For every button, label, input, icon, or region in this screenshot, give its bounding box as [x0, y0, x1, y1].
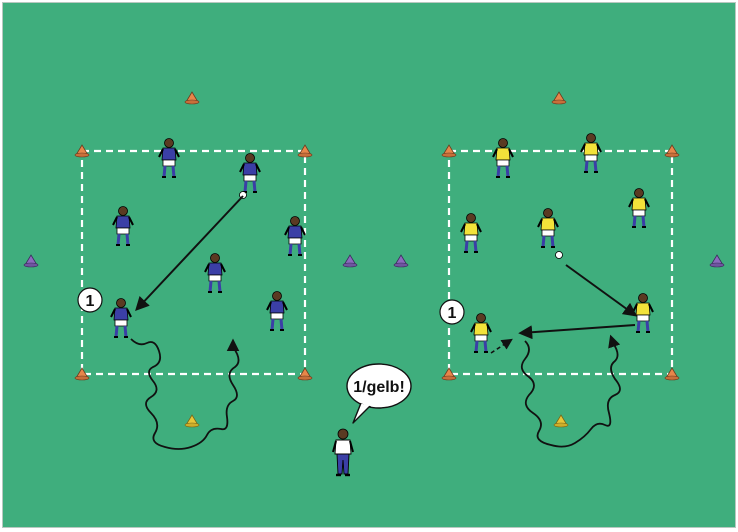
left-pass-arrow — [135, 195, 244, 312]
right-start-marker: 1 — [439, 299, 465, 325]
ball — [555, 251, 563, 259]
right-run-arrow — [490, 338, 513, 354]
right-pass-arrow-1 — [565, 264, 638, 317]
pitch-background — [3, 3, 735, 527]
right-start-marker-label: 1 — [448, 305, 457, 322]
right-area-boundary — [447, 149, 674, 376]
left-dribble-path — [130, 338, 240, 450]
coach-speech-text: 1/gelb! — [353, 379, 405, 396]
right-drill-area: 1 — [393, 91, 725, 448]
right-pass-arrow-2 — [518, 324, 636, 340]
left-drill-area: 1 — [23, 91, 358, 450]
right-dribble-path — [520, 334, 621, 448]
coach-figure — [332, 428, 354, 477]
coach: 1/gelb! — [332, 363, 412, 477]
left-start-marker-label: 1 — [86, 293, 95, 310]
left-area-boundary — [80, 149, 307, 376]
coach-speech-bubble: 1/gelb! — [346, 363, 412, 424]
soccer-drill-diagram: 1 1 — [3, 3, 735, 527]
left-start-marker: 1 — [77, 287, 103, 313]
